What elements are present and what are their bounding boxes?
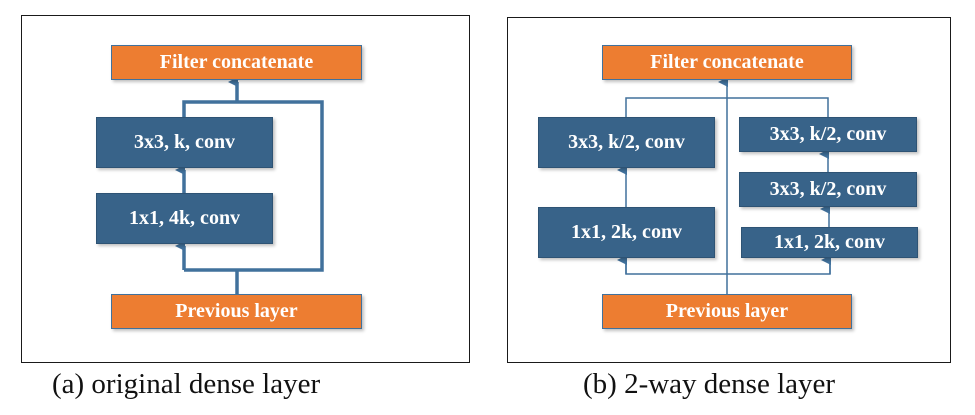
a-previous-layer: Previous layer — [111, 294, 362, 329]
panel-b-connectors — [617, 77, 831, 294]
caption-b: (b) 2-way dense layer — [583, 368, 836, 400]
a-conv-1x1: 1x1, 4k, conv — [96, 193, 273, 244]
b-right-conv-3x3-mid: 3x3, k/2, conv — [739, 172, 917, 207]
b-previous-layer: Previous layer — [602, 294, 852, 329]
a-conv-3x3: 3x3, k, conv — [96, 117, 273, 168]
panel-a-connectors — [175, 77, 324, 294]
b-filter-concatenate: Filter concatenate — [602, 45, 852, 80]
b-top-bracket — [625, 97, 829, 117]
a-filter-concatenate: Filter concatenate — [111, 45, 362, 80]
b-right-conv-1x1: 1x1, 2k, conv — [741, 227, 918, 258]
b-left-conv-1x1: 1x1, 2k, conv — [538, 207, 715, 258]
a-bottom-loop — [182, 100, 324, 272]
b-bottom-bracket — [625, 260, 831, 275]
b-left-conv-3x3: 3x3, k/2, conv — [538, 117, 715, 168]
b-right-conv-3x3-top: 3x3, k/2, conv — [739, 117, 917, 152]
caption-a: (a) original dense layer — [52, 368, 321, 400]
